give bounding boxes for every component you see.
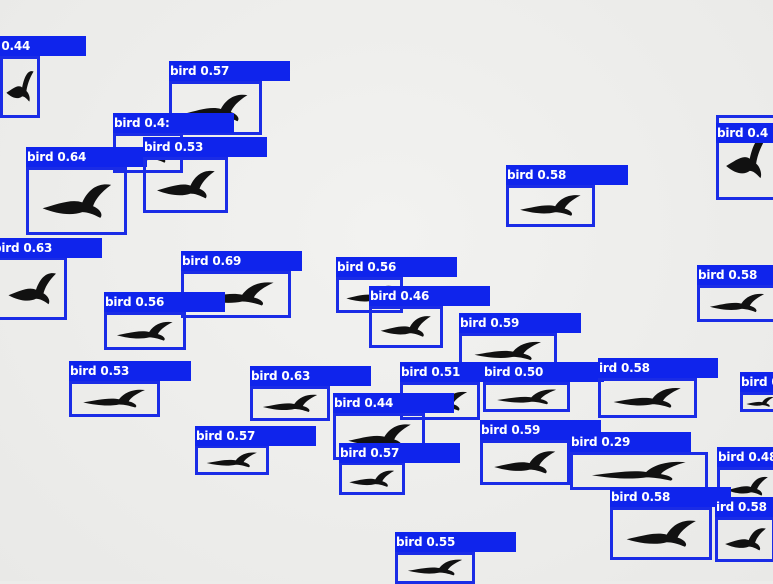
bird-silhouette-icon (709, 294, 765, 313)
bounding-box (480, 440, 570, 485)
bounding-box (740, 392, 773, 412)
detection-label: bird 0.53 (143, 137, 267, 157)
bounding-box (716, 115, 773, 200)
bird-silhouette-icon (8, 272, 56, 304)
detection-label: bird 0.58 (697, 265, 773, 285)
bird-silhouette-icon (156, 171, 215, 199)
bird-silhouette-icon (117, 321, 173, 341)
bird-silhouette-icon (592, 461, 686, 481)
detection-label: bird 0.56 (336, 257, 457, 277)
bird-silhouette-icon (724, 528, 766, 551)
bird-silhouette-icon (83, 389, 146, 408)
bird-silhouette-icon (494, 451, 556, 474)
bird-silhouette-icon (206, 452, 258, 468)
detection-label: bird 0 (740, 372, 773, 392)
bird-silhouette-icon (380, 316, 432, 338)
bounding-box (715, 517, 773, 562)
detection-label: bird 0.58 (506, 165, 628, 185)
bounding-box (250, 386, 330, 421)
bounding-box (169, 81, 262, 135)
detection-label: bird 0.64 (26, 147, 147, 167)
bounding-box (69, 381, 160, 417)
detection-label: bird 0.57 (169, 61, 290, 81)
bounding-box (0, 56, 40, 118)
detection-label: bird 0.63 (250, 366, 371, 386)
bird-silhouette-icon (6, 71, 34, 103)
detection-label: ird 0.58 (598, 358, 718, 378)
bird-silhouette-icon (474, 342, 542, 361)
detection-label: bird 0.46 (369, 286, 490, 306)
bounding-box (339, 462, 405, 495)
detection-label: bird 0.29 (570, 432, 691, 452)
detection-label: bird 0.57 (339, 443, 460, 463)
bounding-box (697, 285, 773, 322)
detection-label: bird 0.4 (716, 123, 773, 143)
detection-label: ird 0.58 (715, 497, 773, 517)
bounding-box (104, 312, 186, 350)
bird-silhouette-icon (262, 394, 318, 412)
bird-silhouette-icon (349, 470, 395, 487)
bird-silhouette-icon (42, 184, 111, 218)
detection-label: bird 0.55 (395, 532, 516, 552)
detection-label: bird 0.57 (195, 426, 316, 446)
detection-label: bird 0.59 (459, 313, 581, 333)
bounding-box (598, 378, 697, 418)
detection-label: bird 0.44 (333, 393, 454, 413)
bounding-box (483, 382, 570, 412)
bird-silhouette-icon (626, 520, 696, 547)
detection-label: bird 0.4: (113, 113, 234, 133)
detection-label: bird 0.44 (0, 36, 86, 56)
bounding-box (610, 507, 712, 560)
bounding-box (395, 552, 475, 584)
bounding-box (0, 257, 67, 320)
detection-label: bird 0.58 (610, 487, 731, 507)
detection-label: bird 0.50 (483, 362, 604, 382)
bird-silhouette-icon (725, 136, 767, 179)
detection-label: bird 0.69 (181, 251, 302, 271)
bird-silhouette-icon (613, 388, 682, 408)
bird-silhouette-icon (746, 397, 773, 407)
bird-silhouette-icon (496, 389, 557, 405)
detection-label: bird 0.56 (104, 292, 225, 312)
bounding-box (570, 452, 708, 490)
bounding-box (26, 167, 127, 235)
bounding-box (195, 445, 269, 475)
bird-silhouette-icon (407, 560, 463, 576)
bird-silhouette-icon (726, 476, 768, 496)
detection-label: bird 0.48 (717, 447, 773, 467)
detection-label: bird 0.63 (0, 238, 102, 258)
bird-silhouette-icon (347, 424, 411, 448)
bounding-box (369, 306, 443, 348)
detection-label: bird 0.53 (69, 361, 191, 381)
bounding-box (143, 157, 228, 213)
bounding-box (506, 185, 595, 227)
bird-silhouette-icon (520, 195, 581, 217)
